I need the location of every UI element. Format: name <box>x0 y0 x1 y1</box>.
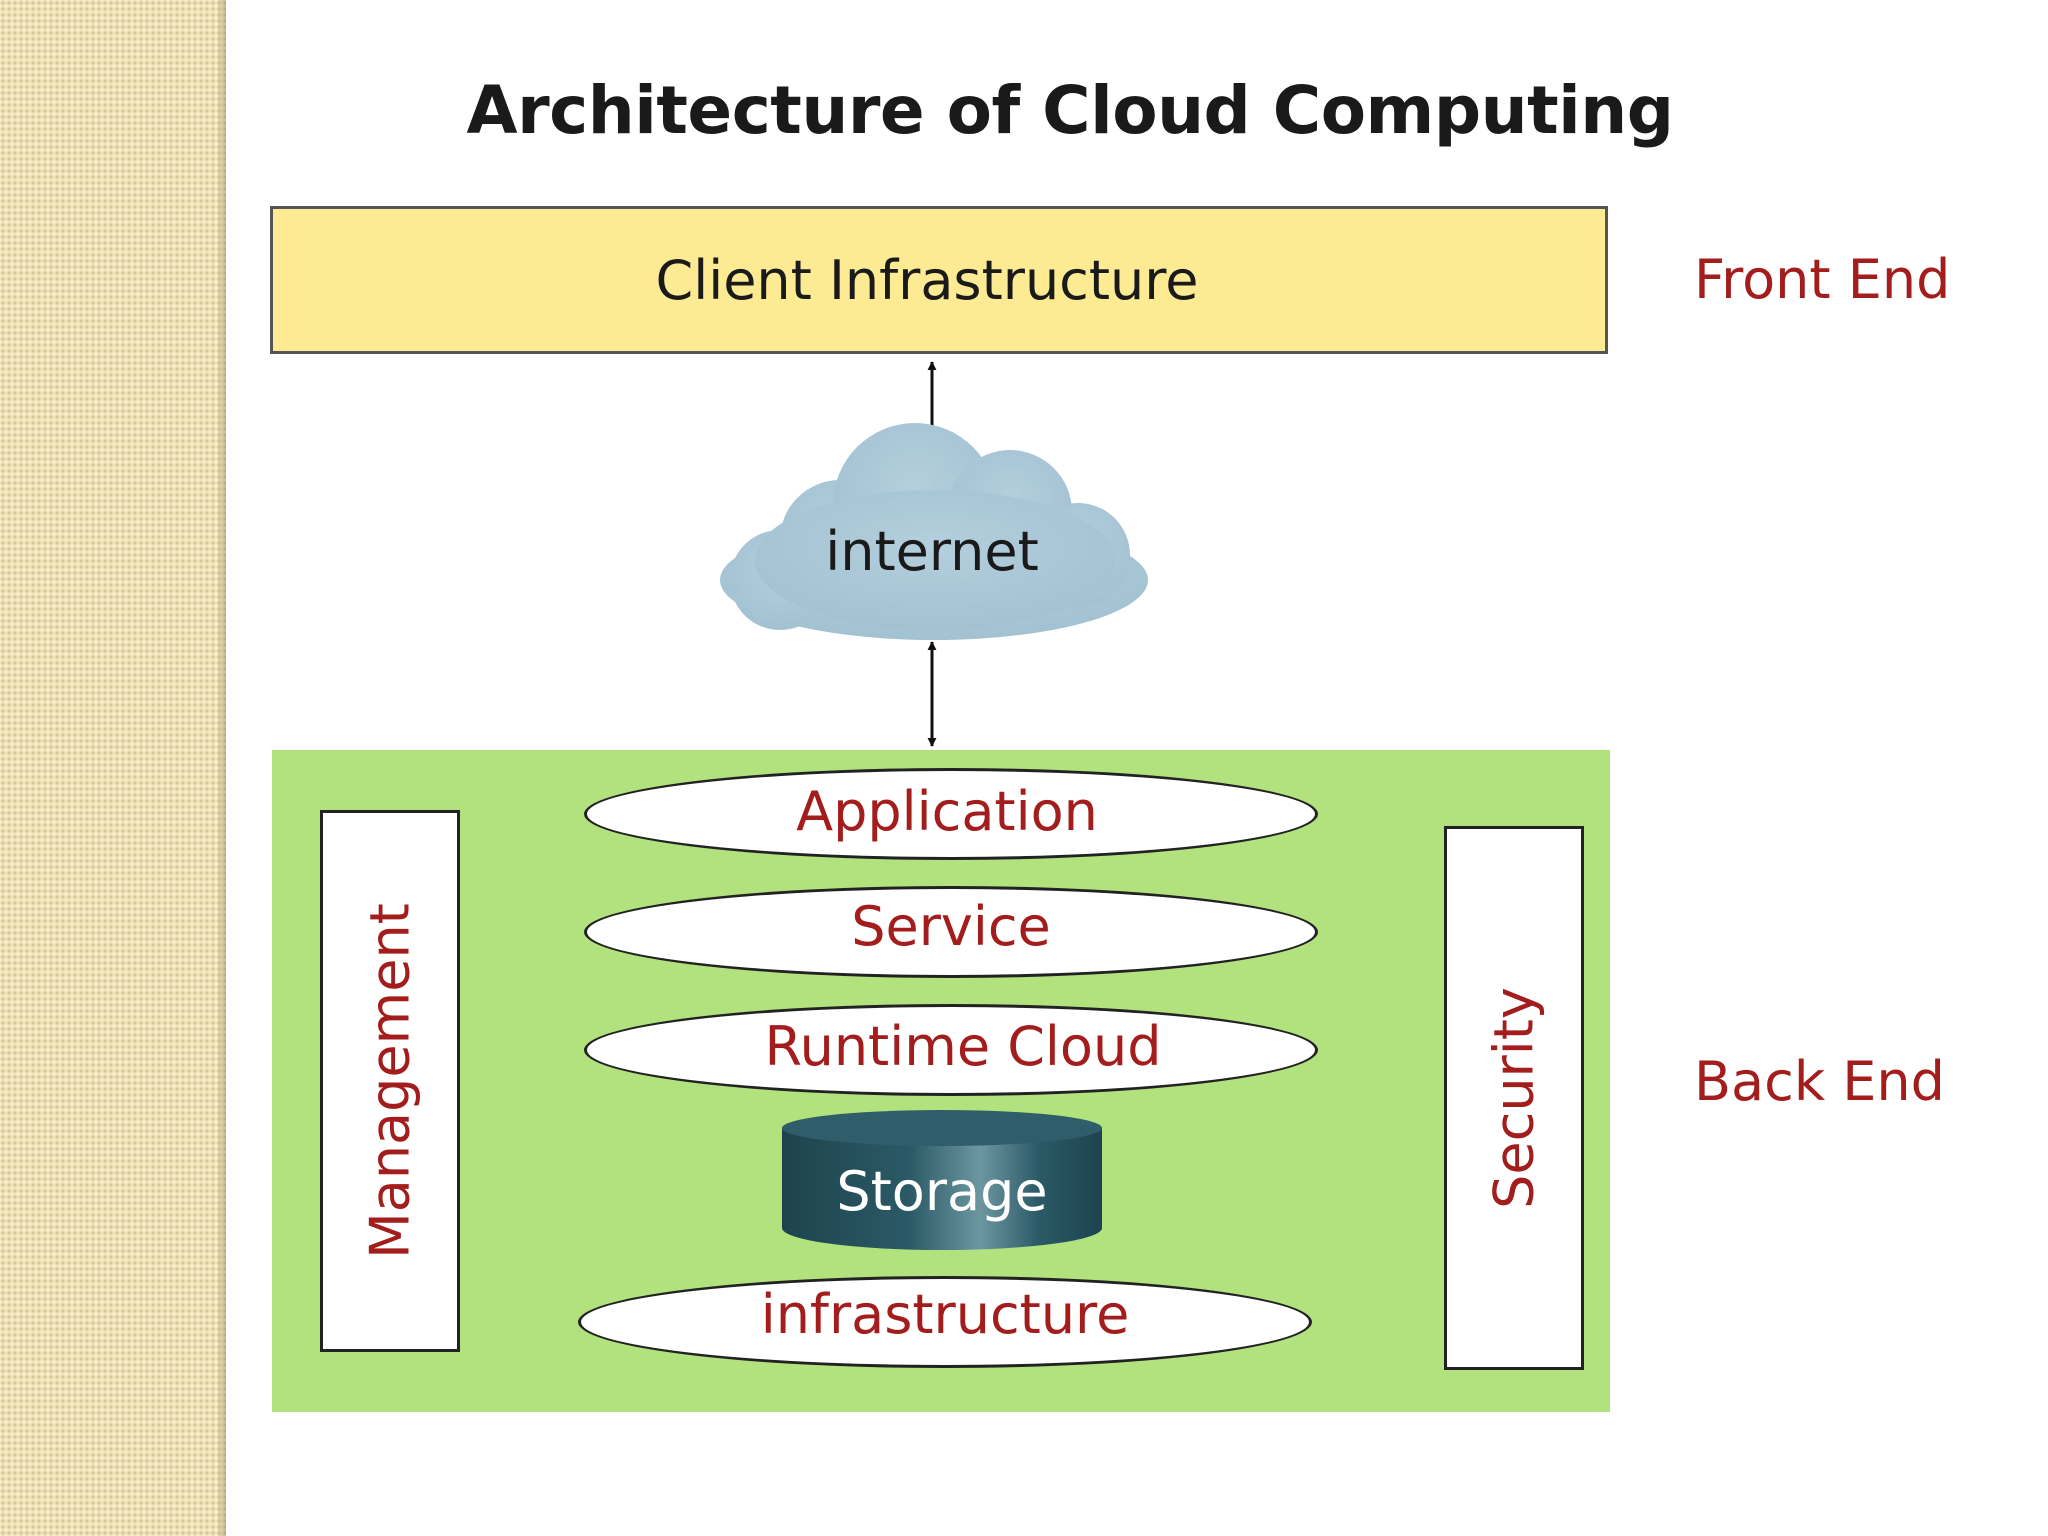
security-box: Security <box>1444 826 1584 1370</box>
infrastructure-layer: infrastructure <box>578 1276 1312 1368</box>
runtime-cloud-label: Runtime Cloud <box>764 1014 1162 1078</box>
client-infrastructure-label: Client Infrastructure <box>655 248 1199 312</box>
storage-label: Storage <box>836 1160 1048 1223</box>
client-infrastructure-box: Client Infrastructure <box>270 206 1608 354</box>
decorative-side-strip <box>0 0 226 1536</box>
storage-database-icon <box>782 1110 1102 1250</box>
application-layer: Application <box>584 768 1318 860</box>
diagram-title: Architecture of Cloud Computing <box>466 72 1674 149</box>
back-end-label: Back End <box>1694 1050 1945 1113</box>
application-label: Application <box>796 779 1098 843</box>
runtime-cloud-layer: Runtime Cloud <box>584 1004 1318 1096</box>
front-end-label: Front End <box>1694 248 1951 311</box>
service-label: Service <box>851 894 1051 958</box>
infrastructure-label: infrastructure <box>760 1282 1130 1346</box>
service-layer: Service <box>584 886 1318 978</box>
cloud-icon <box>720 423 1148 640</box>
management-box: Management <box>320 810 460 1352</box>
internet-label: internet <box>825 520 1039 583</box>
